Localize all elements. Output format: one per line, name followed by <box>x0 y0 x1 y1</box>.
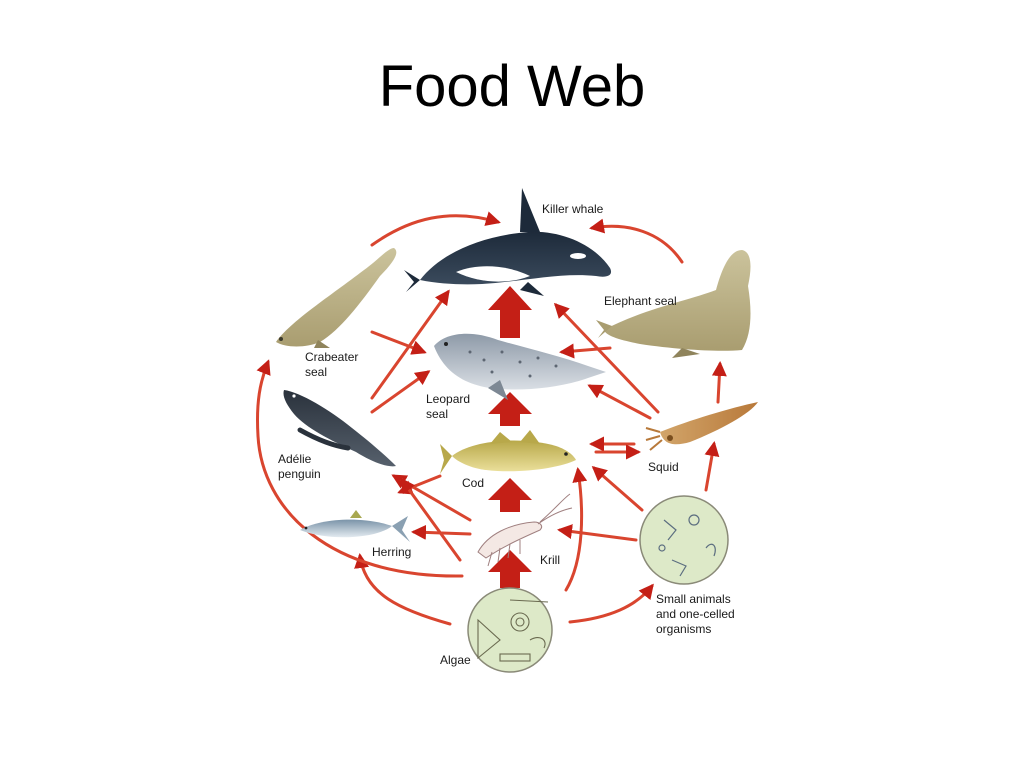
arrow-elephant-to-whale <box>589 218 684 264</box>
herring-illustration <box>300 510 410 542</box>
arrow-crabeater-to-whale <box>370 211 501 247</box>
label-small-animals-line2: and one-celled <box>656 607 735 621</box>
arrow-algae-to-small <box>568 583 654 624</box>
krill-illustration <box>477 493 573 567</box>
label-herring: Herring <box>372 545 411 559</box>
label-leopard-seal-line1: Leopard <box>426 392 470 406</box>
label-crabeater-seal-line1: Crabeater <box>305 350 358 364</box>
label-killer-whale: Killer whale <box>542 202 604 216</box>
label-small-animals-line1: Small animals <box>656 592 731 606</box>
arrow-penguin-to-whale <box>370 289 450 400</box>
feeding-arrows <box>256 211 727 626</box>
cod-illustration <box>440 430 576 474</box>
label-leopard-seal-line2: seal <box>426 407 448 421</box>
arrow-small-to-krill <box>557 524 638 542</box>
label-adelie-penguin-line2: penguin <box>278 467 321 481</box>
arrow-crabeater-to-leopard <box>370 330 427 355</box>
arrow-penguin-to-leopard <box>370 370 431 414</box>
central-arrow-leopard-to-whale <box>488 286 532 338</box>
arrow-algae-to-herring <box>354 553 452 626</box>
arrow-herring-to-penguin <box>400 477 462 562</box>
label-elephant-seal: Elephant seal <box>604 294 677 308</box>
label-cod: Cod <box>462 476 484 490</box>
label-krill: Krill <box>540 553 560 567</box>
small-animals-circle <box>639 495 729 585</box>
central-arrow-algae-to-krill <box>488 550 532 588</box>
leopard-seal-illustration <box>434 333 606 400</box>
label-squid: Squid <box>648 460 679 474</box>
arrow-small-to-squid <box>704 441 720 492</box>
squid-illustration <box>645 402 758 451</box>
arrow-squid-to-whale <box>553 302 660 414</box>
slide-title: Food Web <box>378 54 646 119</box>
central-arrow-krill-to-cod <box>488 478 532 512</box>
central-arrows <box>488 286 532 588</box>
arrow-squid-to-leopard <box>587 384 652 420</box>
arrow-squid-to-elephant <box>711 361 727 404</box>
arrow-elephant-to-leopard <box>559 343 612 359</box>
arrow-krill-to-crabeater <box>256 359 464 578</box>
arrow-krill-to-herring <box>411 524 472 540</box>
elephant-seal-illustration <box>596 250 751 358</box>
arrow-small-to-cod <box>591 466 644 512</box>
arrow-krill-to-cod-right <box>564 467 588 592</box>
algae-circle <box>467 587 553 673</box>
killer-whale-illustration <box>404 188 612 296</box>
crabeater-seal-illustration <box>276 248 397 348</box>
label-adelie-penguin-line1: Adélie <box>278 452 312 466</box>
label-crabeater-seal-line2: seal <box>305 365 327 379</box>
label-algae: Algae <box>440 653 471 667</box>
adelie-penguin-illustration <box>283 390 396 467</box>
label-small-animals-line3: organisms <box>656 622 711 636</box>
central-arrow-cod-to-leopard <box>488 392 532 426</box>
organism-labels: Killer whale Elephant seal Crabeater sea… <box>278 202 735 667</box>
